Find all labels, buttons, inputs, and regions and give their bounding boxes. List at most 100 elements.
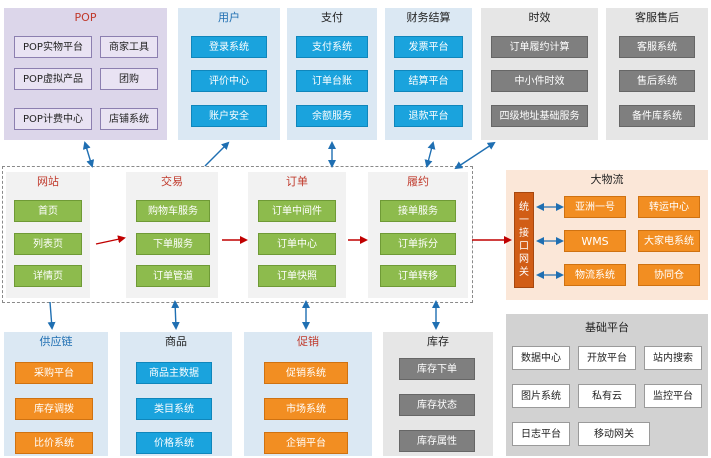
group-title: 供应链 [39, 335, 73, 348]
product-item: 类目系统 [136, 398, 212, 420]
arrow-website-supply-chain [47, 301, 56, 330]
group-trade: 交易 购物车服务 下单服务 订单管道 [126, 172, 218, 298]
base-platform-item: 私有云 [578, 384, 636, 408]
finance-item: 发票平台 [394, 36, 463, 58]
pop-item: POP实物平台 [14, 36, 92, 58]
promotion-item: 促销系统 [264, 362, 348, 384]
group-title: 交易 [161, 175, 183, 188]
trade-item: 购物车服务 [136, 200, 210, 222]
group-user: 用户 登录系统 评价中心 账户安全 [178, 8, 280, 140]
core-flow-boundary [2, 166, 473, 303]
group-customer-service: 客服售后 客服系统 售后系统 备件库系统 [606, 8, 708, 140]
pop-item: 团购 [100, 68, 158, 90]
logistics-item: 转运中心 [638, 196, 700, 218]
customer-service-item: 售后系统 [619, 70, 695, 92]
arrow-trade-product [171, 300, 180, 330]
group-title: 客服售后 [635, 11, 679, 24]
fulfillment-item: 订单拆分 [380, 233, 456, 255]
supply-chain-item: 比价系统 [15, 432, 93, 454]
group-title: 商品 [165, 335, 187, 348]
inventory-item: 库存下单 [399, 358, 475, 380]
trade-item: 下单服务 [136, 233, 210, 255]
group-title: 网站 [37, 175, 59, 188]
payment-item: 订单台账 [296, 70, 368, 92]
arrow-pop-website [82, 141, 95, 168]
group-title: POP [74, 11, 97, 24]
user-item: 账户安全 [191, 105, 267, 127]
group-title: 促销 [297, 335, 319, 348]
group-fulfillment: 履约 接单服务 订单拆分 订单转移 [368, 172, 468, 298]
logistics-item: 亚洲一号 [564, 196, 626, 218]
base-platform-item: 移动网关 [578, 422, 650, 446]
fulfillment-item: 接单服务 [380, 200, 456, 222]
arrow-trade-user [204, 141, 230, 167]
group-order: 订单 订单中间件 订单中心 订单快照 [248, 172, 346, 298]
base-platform-item: 日志平台 [512, 422, 570, 446]
customer-service-item: 备件库系统 [619, 105, 695, 127]
logistics-item: 物流系统 [564, 264, 626, 286]
base-platform-item: 数据中心 [512, 346, 570, 370]
group-title: 订单 [286, 175, 308, 188]
timeliness-item: 四级地址基础服务 [491, 105, 588, 127]
pop-item: POP计费中心 [14, 108, 92, 130]
group-title: 支付 [321, 11, 343, 24]
product-item: 价格系统 [136, 432, 212, 454]
base-platform-item: 站内搜索 [644, 346, 702, 370]
trade-item: 订单管道 [136, 265, 210, 287]
group-product: 商品 商品主数据 类目系统 价格系统 [120, 332, 232, 456]
group-website: 网站 首页 列表页 详情页 [6, 172, 90, 298]
website-item: 详情页 [14, 265, 82, 287]
pop-item: 店铺系统 [100, 108, 158, 130]
order-item: 订单快照 [258, 265, 336, 287]
group-title: 财务结算 [406, 11, 451, 24]
base-platform-item: 图片系统 [512, 384, 570, 408]
group-supply-chain: 供应链 采购平台 库存调拨 比价系统 [4, 332, 108, 456]
inventory-item: 库存状态 [399, 394, 475, 416]
user-item: 登录系统 [191, 36, 267, 58]
timeliness-item: 中小件时效 [491, 70, 588, 92]
arrow-fulfillment-timeliness [454, 141, 496, 170]
website-item: 列表页 [14, 233, 82, 255]
group-timeliness: 时效 订单履约计算 中小件时效 四级地址基础服务 [481, 8, 598, 140]
base-platform-item: 监控平台 [644, 384, 702, 408]
finance-item: 结算平台 [394, 70, 463, 92]
group-base-platform: 基础平台 数据中心 开放平台 站内搜索 图片系统 私有云 监控平台 日志平台 移… [506, 314, 708, 456]
payment-item: 支付系统 [296, 36, 368, 58]
supply-chain-item: 库存调拨 [15, 398, 93, 420]
group-title: 时效 [528, 11, 551, 24]
group-title: 大物流 [590, 173, 624, 186]
user-item: 评价中心 [191, 70, 267, 92]
group-inventory: 库存 库存下单 库存状态 库存属性 [383, 332, 493, 456]
unified-interface-gateway: 统一接口网关 [514, 192, 534, 288]
base-platform-item: 开放平台 [578, 346, 636, 370]
group-finance: 财务结算 发票平台 结算平台 退款平台 [385, 8, 472, 140]
finance-item: 退款平台 [394, 105, 463, 127]
group-payment: 支付 支付系统 订单台账 余额服务 [287, 8, 377, 140]
group-pop: POP POP实物平台 商家工具 POP虚拟产品 团购 POP计费中心 店铺系统 [4, 8, 167, 140]
fulfillment-item: 订单转移 [380, 265, 456, 287]
logistics-item: WMS [564, 230, 626, 252]
group-promotion: 促销 促销系统 市场系统 企销平台 [244, 332, 372, 456]
group-logistics: 大物流 统一接口网关 亚洲一号 转运中心 WMS 大家电系统 物流系统 协同仓 [506, 170, 708, 300]
website-item: 首页 [14, 200, 82, 222]
pop-item: POP虚拟产品 [14, 68, 92, 90]
logistics-item: 协同仓 [638, 264, 700, 286]
group-title: 基础平台 [585, 321, 629, 334]
promotion-item: 企销平台 [264, 432, 348, 454]
group-title: 履约 [407, 175, 429, 188]
logistics-item: 大家电系统 [638, 230, 700, 252]
arrow-fulfillment-finance [424, 141, 436, 168]
supply-chain-item: 采购平台 [15, 362, 93, 384]
group-title: 用户 [218, 11, 240, 24]
timeliness-item: 订单履约计算 [491, 36, 588, 58]
arrow-website-trade [95, 235, 126, 245]
order-item: 订单中间件 [258, 200, 336, 222]
group-title: 库存 [427, 335, 449, 348]
product-item: 商品主数据 [136, 362, 212, 384]
order-item: 订单中心 [258, 233, 336, 255]
payment-item: 余额服务 [296, 105, 368, 127]
promotion-item: 市场系统 [264, 398, 348, 420]
inventory-item: 库存属性 [399, 430, 475, 452]
customer-service-item: 客服系统 [619, 36, 695, 58]
